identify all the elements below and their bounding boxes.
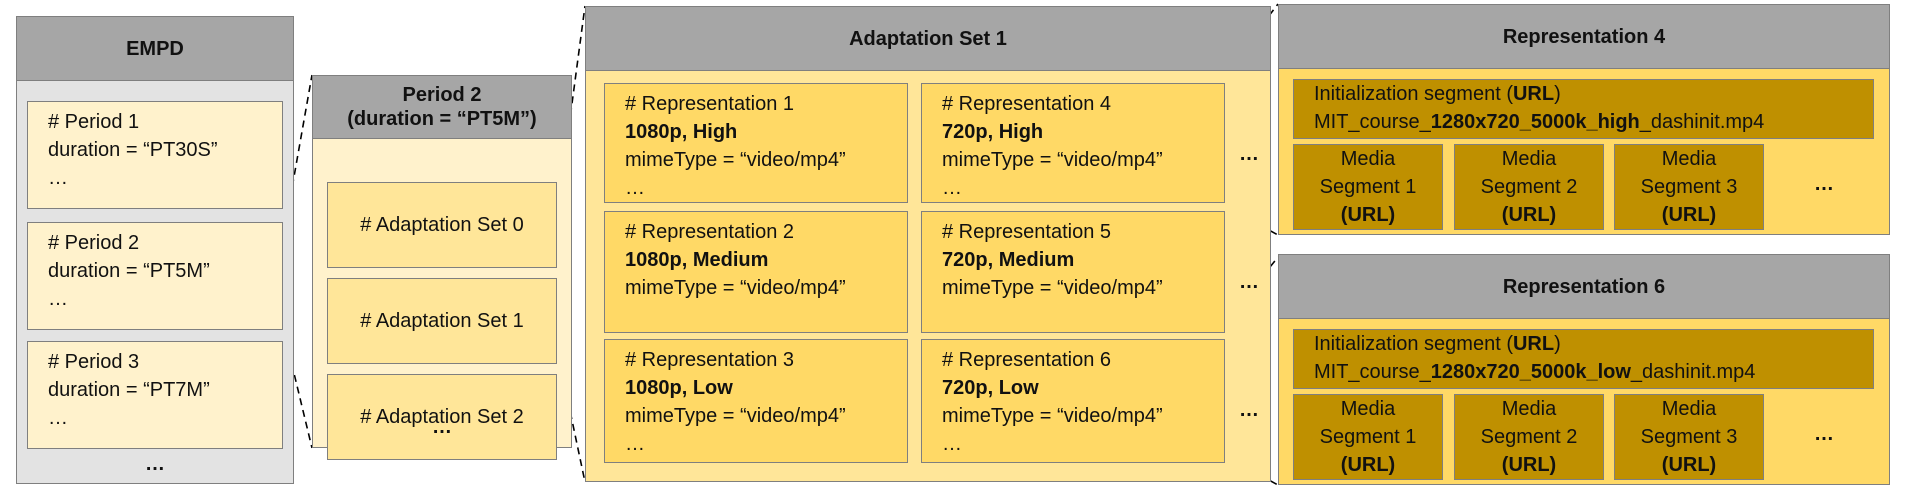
representation-4-title: Representation 4 (1502, 25, 1666, 48)
segments-more: … (1814, 173, 1834, 195)
representation-mimetype: mimeType = “video/mp4” (942, 405, 1163, 427)
period-name: # Period 3 (48, 351, 140, 373)
representation-6-title: Representation 6 (1502, 275, 1666, 298)
period-duration: duration = “PT7M” (48, 379, 210, 401)
period-name: # Period 2 (48, 232, 140, 254)
period-item-2[interactable]: # Period 2 duration = “PT5M” … (27, 222, 283, 330)
representation-6-panel: Representation 6 Initialization segment … (1278, 254, 1890, 485)
init-segment-label: Initialization segment (URL) (1314, 333, 1561, 355)
adaptation-set-item-0[interactable]: # Adaptation Set 0 (327, 182, 557, 268)
segment-url: (URL) (1501, 454, 1557, 476)
representation-more: … (625, 433, 645, 455)
representation-name: # Representation 2 (625, 221, 795, 243)
representation-quality: 720p, High (942, 121, 1044, 143)
representation-quality: 1080p, Medium (625, 249, 769, 271)
adaptation-set-item-1[interactable]: # Adaptation Set 1 (327, 278, 557, 364)
representation-item-1[interactable]: # Representation 1 1080p, High mimeType … (604, 83, 908, 203)
adaptation-set-label: # Adaptation Set 1 (360, 310, 524, 332)
period-item-1[interactable]: # Period 1 duration = “PT30S” … (27, 101, 283, 209)
period2-panel: Period 2 (duration = “PT5M”) # Adaptatio… (312, 75, 572, 460)
representation-quality: 720p, Medium (942, 249, 1075, 271)
adaptation-set-header: Adaptation Set 1 (586, 7, 1270, 71)
representation-6-header: Representation 6 (1279, 255, 1889, 319)
representation-4-panel: Representation 4 Initialization segment … (1278, 4, 1890, 235)
representation-mimetype: mimeType = “video/mp4” (625, 405, 846, 427)
representation-item-3[interactable]: # Representation 3 1080p, Low mimeType =… (604, 339, 908, 463)
period-more: … (48, 288, 68, 310)
adaptation-set-label: # Adaptation Set 0 (360, 214, 524, 236)
representation-item-5[interactable]: # Representation 5 720p, Medium mimeType… (921, 211, 1225, 333)
empd-more: … (145, 453, 165, 475)
period-item-3[interactable]: # Period 3 duration = “PT7M” … (27, 341, 283, 449)
init-url: URL (1512, 333, 1555, 355)
segments-more: … (1814, 423, 1834, 445)
representation-item-2[interactable]: # Representation 2 1080p, Medium mimeTyp… (604, 211, 908, 333)
representation-name: # Representation 5 (942, 221, 1112, 243)
media-segment-2[interactable]: Media Segment 2 (URL) (1454, 144, 1604, 230)
representation-more: … (942, 433, 962, 455)
adaptation-set-item-2[interactable]: # Adaptation Set 2 (327, 374, 557, 460)
init-segment-label: Initialization segment (URL) (1314, 83, 1561, 105)
adaptation-set-label: # Adaptation Set 2 (360, 406, 524, 428)
representation-quality: 1080p, Low (625, 377, 733, 399)
representation-more: … (942, 177, 962, 199)
segment-url: (URL) (1340, 454, 1396, 476)
period-name: # Period 1 (48, 111, 140, 133)
empd-title: EMPD (126, 37, 184, 60)
segment-url: (URL) (1661, 454, 1717, 476)
representation-mimetype: mimeType = “video/mp4” (625, 277, 846, 299)
representation-name: # Representation 1 (625, 93, 795, 115)
empd-header: EMPD (17, 17, 293, 81)
row-more-3: … (1239, 399, 1259, 421)
media-segment-2[interactable]: Media Segment 2 (URL) (1454, 394, 1604, 480)
period-more: … (48, 407, 68, 429)
adaptation-set-panel: Adaptation Set 1 # Representation 1 1080… (585, 6, 1271, 482)
representation-4-header: Representation 4 (1279, 5, 1889, 69)
media-segment-1[interactable]: Media Segment 1 (URL) (1293, 144, 1443, 230)
empd-panel: EMPD # Period 1 duration = “PT30S” … # P… (16, 16, 294, 484)
representation-name: # Representation 6 (942, 349, 1112, 371)
representation-mimetype: mimeType = “video/mp4” (625, 149, 846, 171)
segment-url: (URL) (1340, 204, 1396, 226)
period-more: … (48, 167, 68, 189)
period2-header: Period 2 (duration = “PT5M”) (313, 76, 571, 139)
init-url: URL (1512, 83, 1555, 105)
representation-more: … (625, 177, 645, 199)
period2-more: … (432, 416, 452, 438)
representation-quality: 720p, Low (942, 377, 1039, 399)
row-more-1: … (1239, 143, 1259, 165)
period2-duration: (duration = “PT5M”) (347, 108, 537, 130)
media-segment-3[interactable]: Media Segment 3 (URL) (1614, 144, 1764, 230)
representation-name: # Representation 3 (625, 349, 795, 371)
media-segment-3[interactable]: Media Segment 3 (URL) (1614, 394, 1764, 480)
representation-name: # Representation 4 (942, 93, 1112, 115)
period-duration: duration = “PT5M” (48, 260, 210, 282)
period-duration: duration = “PT30S” (48, 139, 218, 161)
segment-url: (URL) (1501, 204, 1557, 226)
segment-url: (URL) (1661, 204, 1717, 226)
init-segment-file: MIT_course_1280x720_5000k_high_dashinit.… (1314, 111, 1765, 133)
period2-title: Period 2 (402, 84, 482, 106)
init-segment[interactable]: Initialization segment (URL) MIT_course_… (1293, 329, 1874, 389)
row-more-2: … (1239, 271, 1259, 293)
representation-item-6[interactable]: # Representation 6 720p, Low mimeType = … (921, 339, 1225, 463)
media-segment-1[interactable]: Media Segment 1 (URL) (1293, 394, 1443, 480)
representation-mimetype: mimeType = “video/mp4” (942, 149, 1163, 171)
representation-quality: 1080p, High (625, 121, 738, 143)
init-segment[interactable]: Initialization segment (URL) MIT_course_… (1293, 79, 1874, 139)
representation-item-4[interactable]: # Representation 4 720p, High mimeType =… (921, 83, 1225, 203)
representation-mimetype: mimeType = “video/mp4” (942, 277, 1163, 299)
adaptation-set-title: Adaptation Set 1 (849, 27, 1007, 50)
init-segment-file: MIT_course_1280x720_5000k_low_dashinit.m… (1314, 361, 1756, 383)
